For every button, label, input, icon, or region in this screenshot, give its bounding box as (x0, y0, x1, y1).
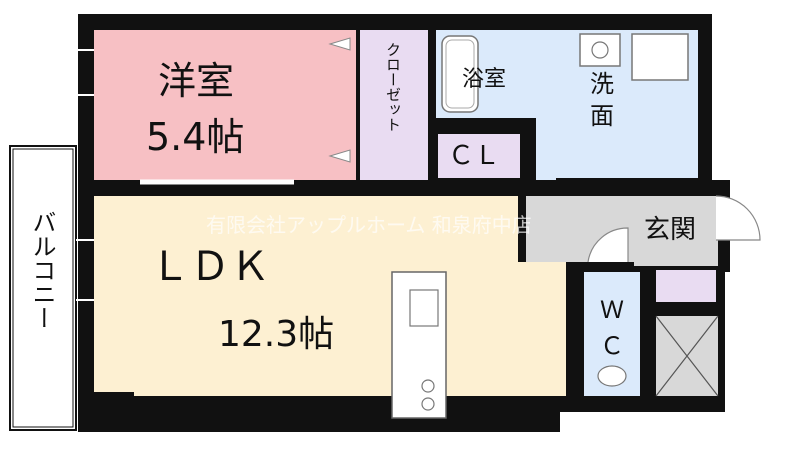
balcony (9, 145, 77, 431)
cl-label: ＣＬ (448, 141, 500, 171)
entrance-label: 玄関 (644, 215, 696, 245)
bathroom-label: 浴室 (462, 67, 506, 92)
ldk-room (94, 196, 566, 396)
western-room-size: 5.4帖 (146, 115, 244, 159)
wc-label-line1: Ｗ (600, 296, 624, 324)
storage-shelf (656, 270, 716, 302)
washroom-label-line1: 洗 (590, 70, 614, 98)
closet-label: クローゼット (384, 42, 402, 132)
ldk-label: ＬＤＫ (150, 244, 270, 290)
ldk-size: 12.3帖 (218, 314, 334, 355)
cl-closet (438, 134, 520, 178)
wc-label-line2: Ｃ (600, 332, 624, 360)
closet (360, 30, 428, 180)
western-room-name: 洋室 (158, 59, 234, 103)
balcony-label: バルコニー (28, 210, 56, 330)
entrance (634, 196, 718, 266)
washroom-label-line2: 面 (590, 102, 614, 130)
western-room (94, 30, 356, 180)
watermark: 有限会社アップルホーム 和泉府中店 (206, 213, 532, 237)
